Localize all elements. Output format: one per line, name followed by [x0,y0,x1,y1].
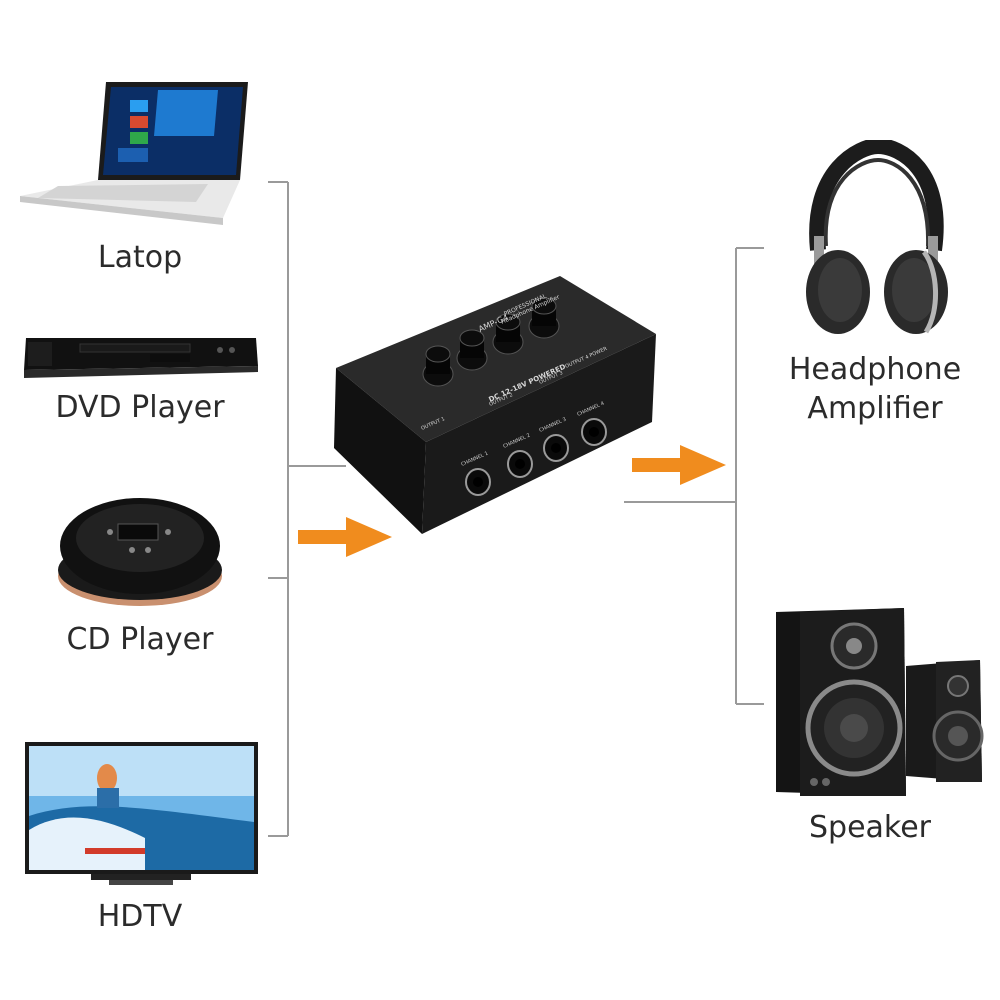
arrow-right-icon [298,517,392,557]
headphone-label-line1: Headphone [788,352,962,387]
hdtv-label: HDTV [97,899,183,934]
headphone-label-line2: Amplifier [807,391,943,426]
laptop-image [18,78,253,228]
cd-player-image [50,490,230,615]
dvd-player-label: DVD Player [55,390,225,425]
speaker-label: Speaker [808,810,932,845]
headphones-image [800,140,950,345]
cd-player-label: CD Player [66,622,214,657]
speakers-image [770,600,990,800]
headphone-amplifier-device: AMP-G4 PROFESSIONAL Headphone Amplifier … [330,272,660,537]
dvd-player-image [20,330,260,382]
laptop-label: Latop [97,240,183,275]
arrow-right-icon [632,445,726,485]
hdtv-image [25,738,260,888]
